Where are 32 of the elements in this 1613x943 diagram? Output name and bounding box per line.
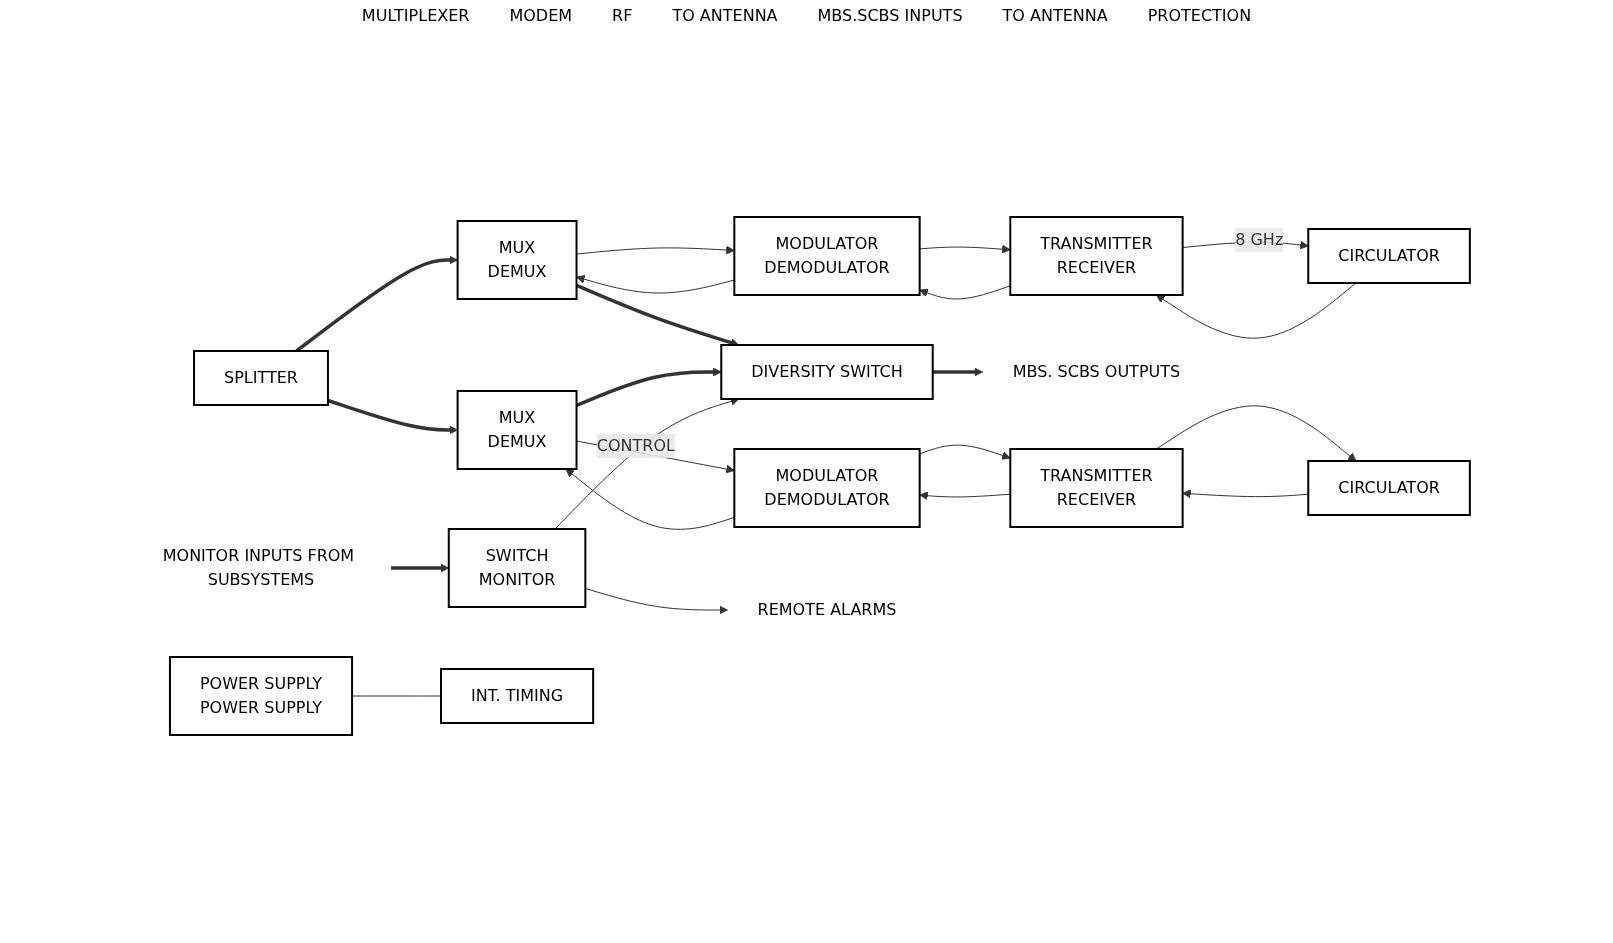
section-label: MULTIPLEXER (361, 6, 470, 25)
section-label: TO ANTENNA (672, 6, 778, 25)
arrow (932, 367, 983, 377)
section-label: MODEM (509, 6, 573, 25)
arrow (327, 398, 458, 435)
node-box: CIRCULATOR (1306, 460, 1471, 516)
node-box: CIRCULATOR (1306, 228, 1471, 284)
node-box: MUX DEMUX (456, 390, 578, 470)
node-box: MUX DEMUX (456, 220, 578, 300)
node-box: SWITCH MONITOR (447, 528, 586, 608)
arrow (1155, 405, 1356, 462)
arrow (295, 255, 458, 353)
node-box: TRANSMITTER RECEIVER (1008, 216, 1184, 296)
node-box: TRANSMITTER RECEIVER (1008, 448, 1184, 528)
node-box: MODULATOR DEMODULATOR (732, 448, 921, 528)
node-box: DIVERSITY SWITCH (719, 344, 934, 400)
node-box: INT. TIMING (439, 668, 594, 724)
node-box: SPLITTER (192, 350, 329, 406)
section-label: PROTECTION (1147, 6, 1252, 25)
node-text: MBS. SCBS OUTPUTS (1012, 362, 1180, 381)
edge-label: 8 GHz (1234, 230, 1283, 249)
node-box: MODULATOR DEMODULATOR (732, 216, 921, 296)
node-text: REMOTE ALARMS (757, 600, 896, 619)
arrow (584, 587, 728, 615)
arrow (390, 563, 449, 573)
section-label: MBS.SCBS INPUTS (817, 6, 963, 25)
node-text: MONITOR INPUTS FROM SUBSYSTEMS (162, 546, 354, 589)
section-label: TO ANTENNA (1002, 6, 1108, 25)
edge-label: CONTROL (596, 435, 675, 455)
node-box: POWER SUPPLY POWER SUPPLY (168, 656, 353, 736)
section-label: RF (612, 6, 633, 25)
arrow (1155, 282, 1357, 339)
